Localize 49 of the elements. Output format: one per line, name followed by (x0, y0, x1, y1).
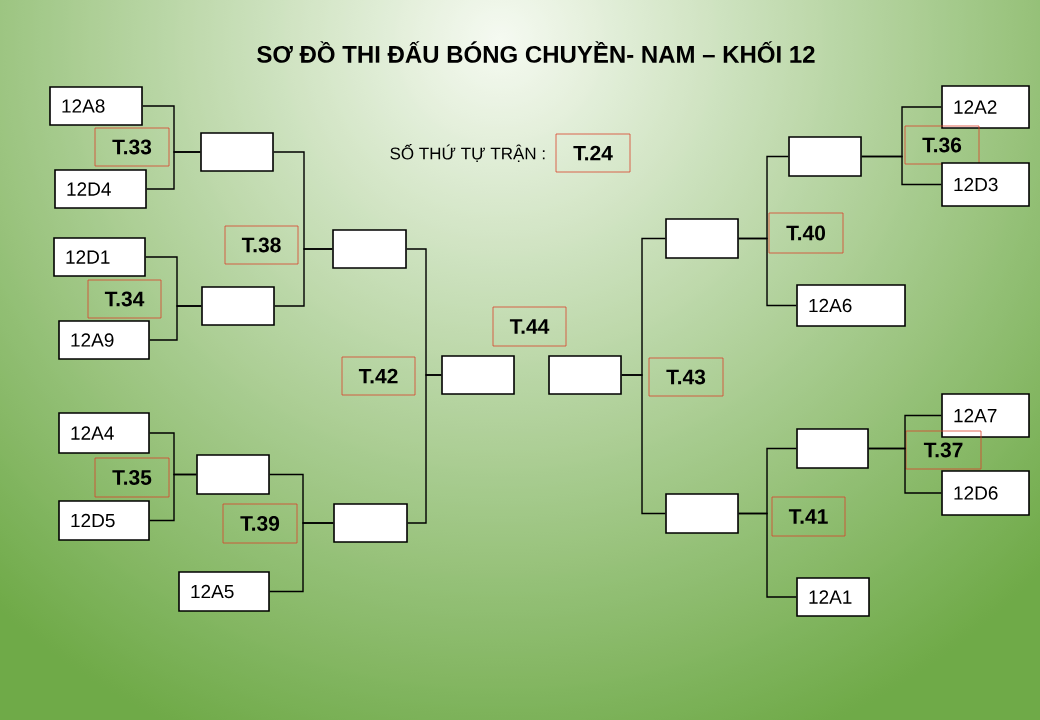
result-box (196, 454, 270, 495)
result-box (796, 428, 869, 469)
result-box (441, 355, 515, 395)
match-label: T.40 (768, 212, 844, 254)
bracket-line (146, 151, 201, 190)
bracket-line (149, 305, 202, 341)
bracket-line (738, 237, 797, 307)
team-box: 12D3 (941, 162, 1030, 207)
match-label: T.37 (905, 430, 982, 470)
bracket-line (621, 374, 666, 515)
match-label: T.35 (94, 457, 170, 498)
match-label: T.43 (648, 357, 724, 397)
team-box: 12A6 (796, 284, 906, 327)
node-label: SỐ THỨ TỰ TRẬN : (390, 144, 545, 162)
result-box (332, 229, 407, 269)
match-label: T.39 (222, 503, 298, 544)
match-label: T.42 (341, 356, 416, 396)
team-box: 12A4 (58, 412, 150, 454)
result-box (665, 218, 739, 259)
bracket-line (861, 155, 942, 186)
team-box: 12D5 (58, 500, 150, 541)
team-box: 12A8 (49, 86, 143, 126)
team-box: 12A5 (178, 571, 270, 612)
team-box: 12A2 (941, 85, 1030, 129)
result-box (201, 286, 275, 326)
match-label: T.41 (771, 496, 846, 537)
result-box (200, 132, 274, 172)
team-box: 12A7 (941, 393, 1030, 438)
result-box (788, 136, 862, 177)
team-box: 12D4 (54, 169, 147, 209)
match-label: T.38 (224, 225, 299, 265)
result-box (665, 493, 739, 534)
bracket-line (407, 374, 442, 524)
match-label: T.24 (555, 133, 631, 173)
team-box: 12D1 (53, 237, 146, 277)
bracket-line (274, 248, 333, 307)
bracket-line (149, 473, 197, 522)
bracket-line (868, 447, 942, 494)
match-label: T.33 (94, 127, 170, 167)
bracket-line (738, 512, 797, 598)
match-label: T.44 (492, 306, 567, 347)
team-box: 12D6 (941, 470, 1030, 516)
bracket-line (269, 522, 334, 593)
team-box: 12A1 (796, 577, 870, 617)
result-box (548, 355, 622, 395)
team-box: 12A9 (58, 320, 150, 360)
result-box (333, 503, 408, 543)
title: SƠ ĐỒ THI ĐẤU BÓNG CHUYỀN- NAM – KHỐI 12 (257, 41, 815, 63)
match-label: T.34 (87, 279, 162, 319)
